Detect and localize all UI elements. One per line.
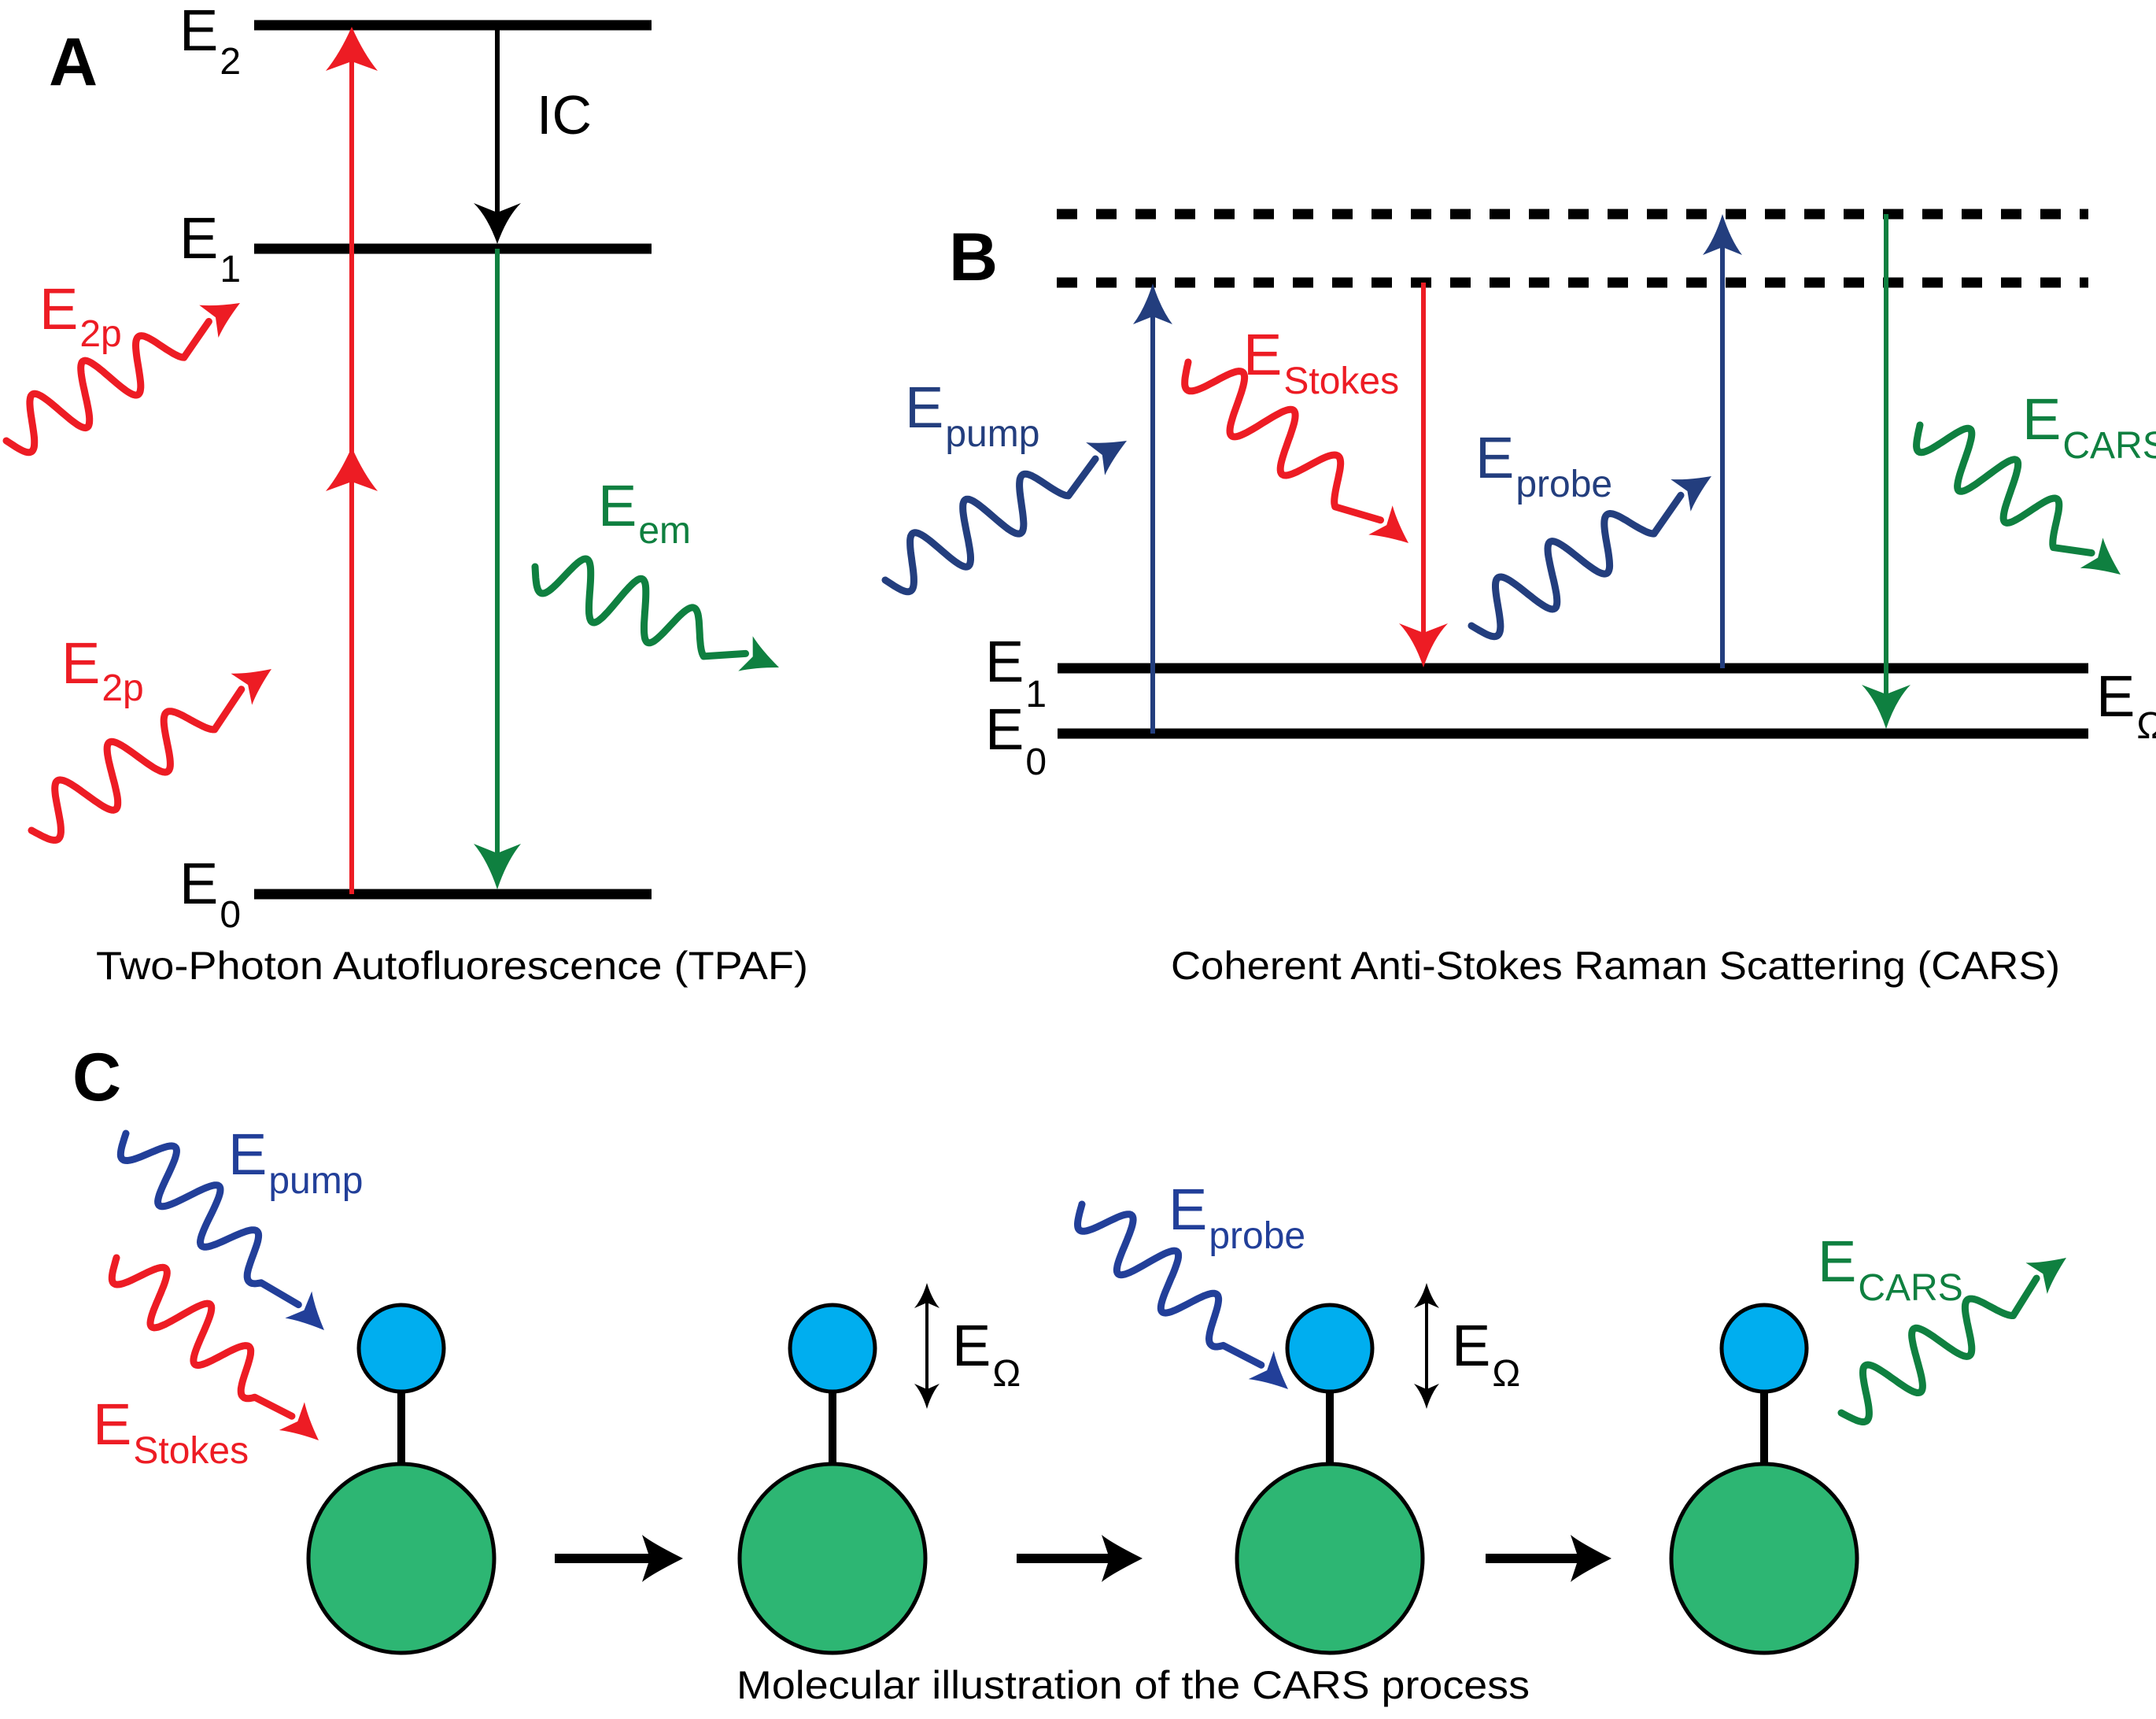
cars-signal-photon-arrowhead (2080, 538, 2121, 575)
tpaf-photon-lower-label: E2p (61, 630, 144, 709)
molecule-3 (1235, 1303, 1425, 1655)
stokes-transition-arrowhead (1399, 623, 1448, 667)
vibrational-energy-label: EΩ (2096, 664, 2156, 747)
panel-c: C EΩ EΩ Epump EStokes Eprobe (72, 1040, 2066, 1707)
molecule-body (306, 1462, 497, 1655)
molecule-cars-photon-wave (1837, 1274, 2040, 1425)
molecule-photons (108, 1129, 2066, 1440)
molecule-stokes-photon-arrowhead (279, 1402, 319, 1440)
cars-photons (881, 358, 2121, 641)
step-arrow-2 (1017, 1535, 1143, 1582)
ic-label: IC (537, 84, 592, 146)
cars-caption: Coherent Anti-Stokes Raman Scattering (C… (1171, 944, 2060, 988)
tpaf-level-e2-label: E2 (179, 0, 241, 83)
tpaf-caption: Two-Photon Autofluorescence (TPAF) (96, 944, 808, 988)
cars-pump-photon-arrowhead (1086, 441, 1127, 475)
tpaf-photon-upper-label: E2p (39, 276, 122, 355)
cars-transition-arrowhead (1862, 685, 1910, 729)
molecule-pump-photon (116, 1129, 324, 1330)
cars-stokes-label: EStokes (1243, 322, 1399, 402)
tpaf-emission-photon-wave (531, 555, 749, 660)
molecule-cars-label: ECARS (1818, 1229, 1963, 1309)
tpaf-photon-lower-wave (28, 686, 246, 844)
tpaf-photon-lower (28, 669, 271, 844)
panel-c-letter: C (72, 1040, 121, 1115)
molecule-pump-label: Epump (228, 1122, 363, 1202)
cars-stokes-photon-arrowhead (1368, 505, 1408, 543)
vibration-label-2: EΩ (1452, 1313, 1520, 1395)
panel-a-letter: A (49, 24, 98, 100)
molecule-stokes-photon-wave (108, 1254, 296, 1420)
molecule-stokes-photon (108, 1254, 319, 1440)
vibration-indicator-2 (1414, 1283, 1439, 1409)
molecule-stokes-label: EStokes (93, 1392, 249, 1472)
molecule-atom (788, 1303, 877, 1394)
molecule-atom (1719, 1303, 1809, 1394)
cars-stokes-photon-wave (1181, 358, 1384, 524)
molecule-body (737, 1462, 928, 1655)
tpaf-photon-upper (2, 303, 240, 457)
panel-b-letter: B (949, 220, 998, 295)
cars-stokes-photon (1181, 358, 1408, 543)
tpaf-photon-lower-arrowhead (231, 669, 271, 705)
molecule-2 (737, 1303, 928, 1655)
cars-probe-photon-wave (1467, 491, 1685, 641)
cars-pump-photon (881, 441, 1127, 596)
cars-probe-photon-arrowhead (1671, 476, 1711, 512)
tpaf-photon-upper-arrowhead (199, 303, 240, 338)
molecule-atom (1285, 1303, 1375, 1394)
step-arrow-1 (555, 1535, 683, 1582)
cars-probe-photon (1467, 476, 1711, 641)
process-step-arrows (555, 1535, 1611, 1582)
tpaf-emission-photon (531, 555, 779, 671)
cars-signal-photon-wave (1913, 421, 2095, 556)
tpaf-excitation-arrowhead-top (326, 27, 378, 71)
molecule-probe-photon (1074, 1200, 1288, 1389)
panel-b: B E1 E0 EΩ Epump EStokes (881, 209, 2156, 988)
probe-transition-arrowhead (1703, 214, 1742, 255)
pump-transition-arrowhead (1133, 283, 1172, 324)
cars-probe-label: Eprobe (1475, 425, 1612, 505)
cars-level-e0-label: E0 (985, 697, 1047, 783)
tpaf-photons (2, 303, 779, 844)
tpaf-emission-photon-arrowhead (738, 636, 779, 671)
tpaf-level-e1-label: E1 (179, 205, 241, 290)
molecule-1 (306, 1303, 497, 1655)
molecule-sequence (306, 1303, 1859, 1655)
tpaf-photon-upper-wave (2, 317, 212, 457)
step-arrow-3 (1486, 1535, 1611, 1582)
molecule-cars-photon-arrowhead (2025, 1258, 2066, 1294)
molecule-probe-photon-wave (1074, 1200, 1265, 1369)
molecule-caption: Molecular illustration of the CARS proce… (737, 1663, 1530, 1707)
molecule-probe-photon-arrowhead (1248, 1351, 1288, 1389)
tpaf-level-e0-label: E0 (179, 851, 241, 936)
panel-a: A E2 E1 E0 IC E2p E2p Eem (2, 0, 808, 988)
cars-signal-label: ECARS (2022, 386, 2156, 467)
vibration-label-1: EΩ (952, 1313, 1021, 1395)
cars-pump-photon-wave (881, 455, 1099, 596)
tpaf-excitation-arrowhead-mid (326, 447, 378, 491)
molecule-atom (356, 1303, 446, 1394)
molecule-probe-label: Eprobe (1168, 1177, 1305, 1257)
cars-signal-photon (1913, 421, 2121, 575)
cars-level-e1-label: E1 (985, 629, 1047, 715)
vibration-indicator-1 (914, 1283, 940, 1409)
molecule-4 (1669, 1303, 1859, 1655)
molecule-pump-photon-wave (116, 1129, 302, 1309)
molecule-cars-photon (1837, 1258, 2066, 1425)
tpaf-emission-label: Eem (598, 473, 691, 552)
molecule-pump-photon-arrowhead (285, 1291, 324, 1330)
molecule-body (1669, 1462, 1859, 1655)
ic-arrowhead (474, 203, 521, 244)
tpaf-emission-arrowhead (474, 844, 521, 889)
cars-pump-label: Epump (905, 375, 1039, 455)
molecule-body (1235, 1462, 1425, 1655)
